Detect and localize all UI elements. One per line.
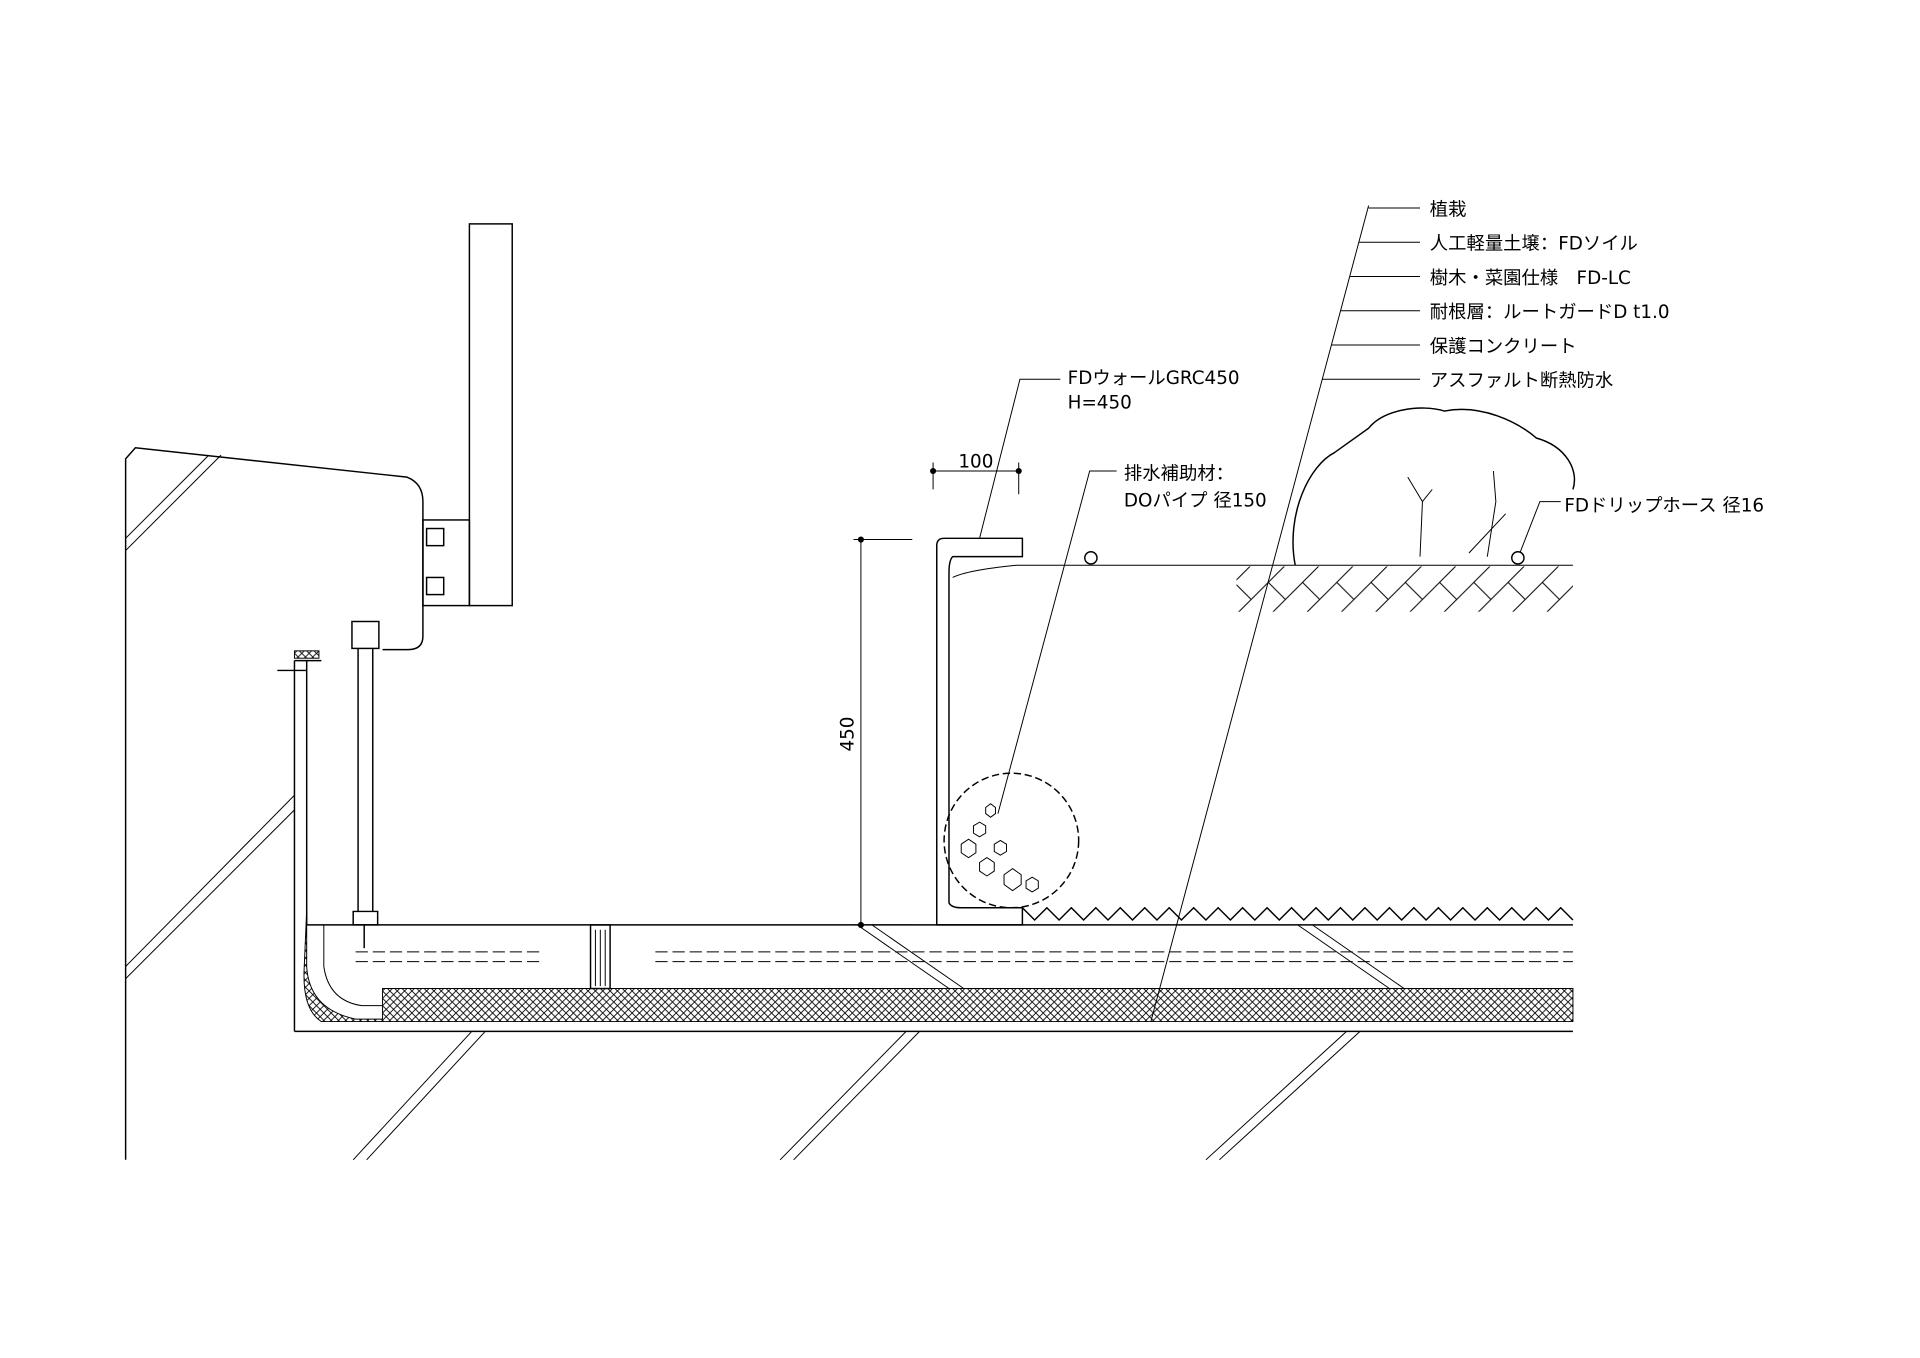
roof-slab bbox=[294, 910, 1574, 1161]
label-drip-hose: FDドリップホース 径16 bbox=[1564, 495, 1764, 516]
dimension-width-label: 100 bbox=[958, 451, 993, 472]
label-planting: 植栽 bbox=[1430, 199, 1467, 220]
label-soil: 人工軽量土壌：FDソイル bbox=[1430, 234, 1638, 255]
grc-wall bbox=[936, 537, 1573, 926]
label-spec: 樹木・菜園仕様 FD-LC bbox=[1430, 268, 1631, 289]
dimension-width: 100 bbox=[930, 451, 1022, 495]
label-root-barrier: 耐根層：ルートガードD t1.0 bbox=[1430, 302, 1670, 323]
wall-leader bbox=[979, 378, 1061, 539]
label-wall-name: FDウォールGRC450 bbox=[1068, 368, 1240, 389]
drip-hose-leader bbox=[1519, 501, 1561, 552]
drainage-board bbox=[1021, 906, 1574, 922]
dimension-height: 450 bbox=[838, 536, 913, 928]
railing-post bbox=[277, 223, 513, 1032]
pipe-leader bbox=[997, 470, 1117, 814]
label-wall-height: H=450 bbox=[1068, 393, 1132, 414]
layer-leader bbox=[1150, 205, 1421, 1022]
dimension-height-label: 450 bbox=[838, 717, 859, 752]
planting-soil bbox=[1084, 407, 1576, 612]
drain-pipe bbox=[943, 772, 1080, 909]
label-drain-pipe: DOパイプ 径150 bbox=[1124, 490, 1267, 511]
parapet-wall bbox=[124, 447, 424, 1160]
label-drain-material: 排水補助材： bbox=[1124, 464, 1234, 485]
label-waterproof: アスファルト断熱防水 bbox=[1430, 371, 1613, 392]
label-protect-concrete: 保護コンクリート bbox=[1430, 336, 1577, 357]
